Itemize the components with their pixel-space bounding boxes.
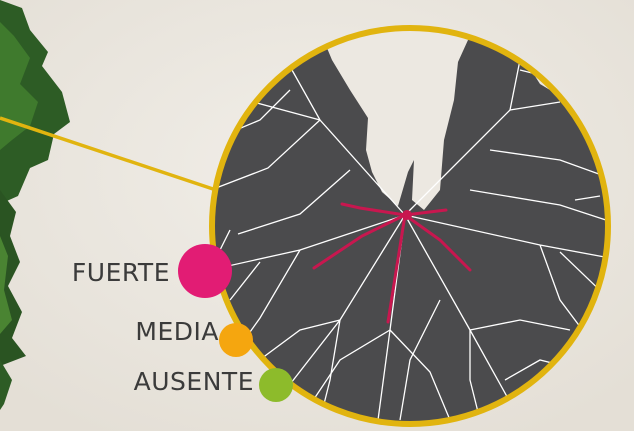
- magnifier-ring: [209, 25, 611, 427]
- leaf-veins: [212, 59, 608, 421]
- plant-foliage: [0, 0, 70, 410]
- connector-line: [0, 116, 223, 194]
- legend-label-fuerte: FUERTE: [71, 258, 170, 287]
- marker-media: [219, 323, 253, 357]
- main-veins: [312, 202, 472, 324]
- legend-label-ausente: AUSENTE: [133, 367, 254, 396]
- marker-fuerte: [178, 244, 232, 298]
- legend-label-media: MEDIA: [135, 317, 219, 346]
- leaf-blade: [212, 32, 608, 424]
- marker-ausente: [259, 368, 293, 402]
